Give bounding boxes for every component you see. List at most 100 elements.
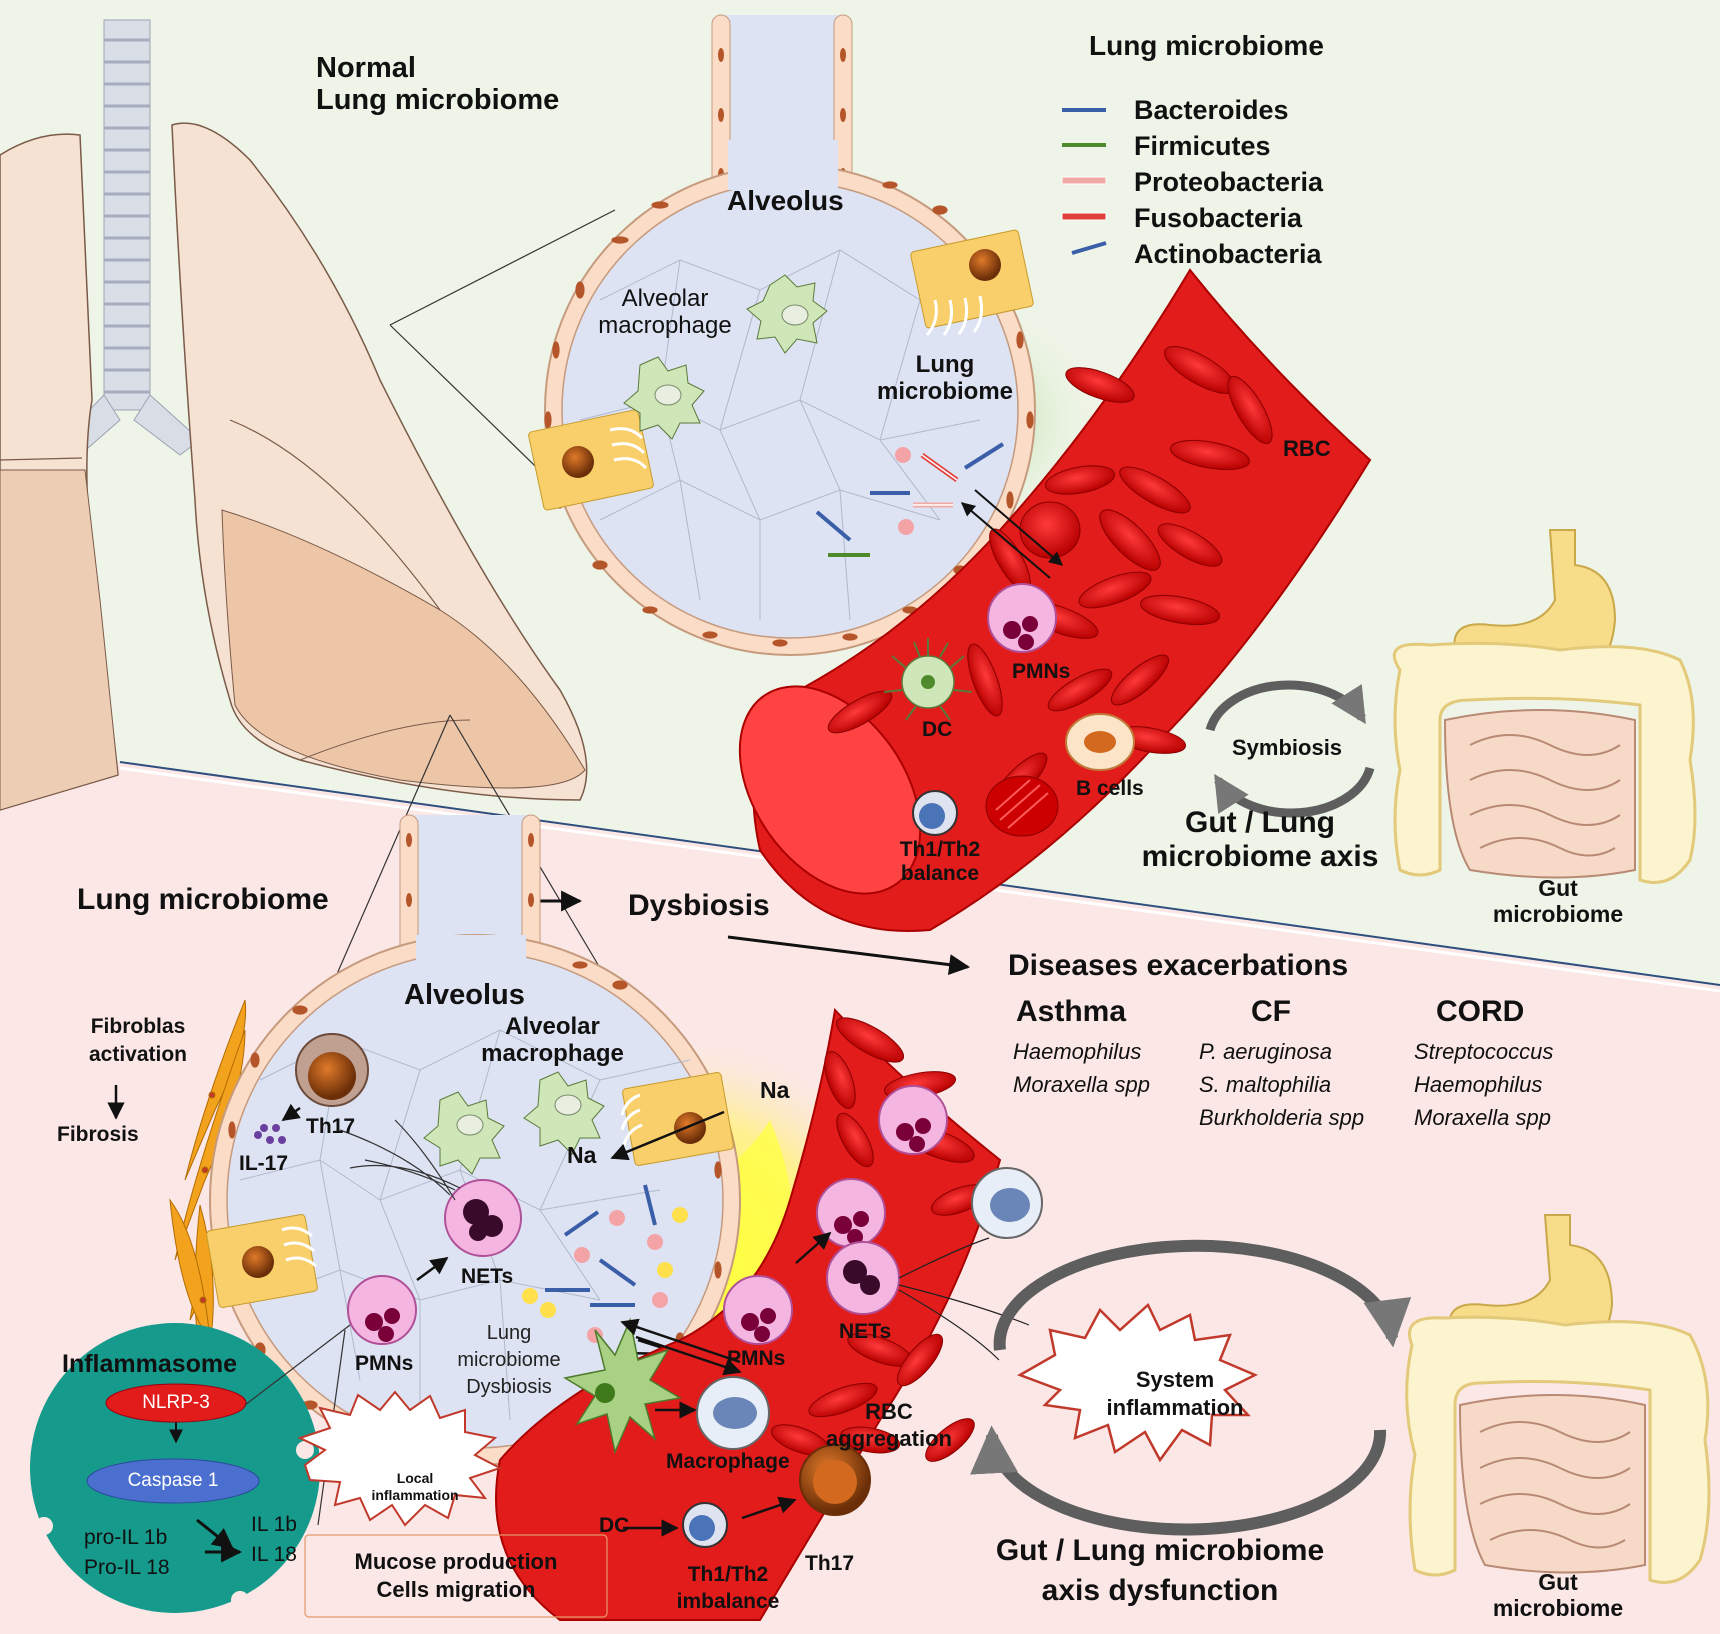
bottom-macrophage-label: Alveolar macrophage — [470, 1013, 635, 1068]
vessel-th17-label: Th17 — [805, 1552, 855, 1575]
il1b-label: IL 1b — [251, 1513, 297, 1536]
local-inflammation-line2: inflammation — [371, 1487, 459, 1503]
local-inflammation-burst — [297, 1390, 503, 1527]
top-bcells-label: B cells — [1076, 777, 1144, 800]
legend-item-fusobacteria: Fusobacteria — [1134, 203, 1303, 233]
system-inflammation-line2: inflammation — [1106, 1395, 1244, 1420]
bottom-blood-vessel — [495, 1007, 1043, 1621]
rbc-aggregation-line2: aggregation — [826, 1426, 952, 1451]
top-title: Normal Lung microbiome — [316, 52, 559, 117]
system-inflammation-label: System inflammation — [1080, 1366, 1270, 1422]
bottom-vessel-arrows — [620, 1231, 832, 1537]
legend-swatch-fusobacteria — [1061, 212, 1107, 221]
top-axis-line1: Gut / Lung — [1185, 806, 1335, 839]
type-two-cell-bottom-right — [620, 1072, 734, 1166]
na-label-outside: Na — [760, 1077, 790, 1103]
cord-organism-3: Moraxella spp — [1414, 1104, 1551, 1130]
fibroblast-label: Fibroblas activation — [63, 1013, 213, 1069]
top-macrophage-line1: Alveolar — [621, 285, 709, 312]
vessel-nets-label: NETs — [839, 1320, 892, 1343]
top-pmns-label: PMNs — [1012, 660, 1071, 683]
rbc-aggregation-line1: RBC — [865, 1399, 913, 1424]
top-macrophage-label: Alveolar macrophage — [585, 285, 745, 340]
disease-name-cord: CORD — [1436, 995, 1525, 1028]
pro-il-labels: pro-IL 1b Pro-IL 18 — [84, 1523, 170, 1583]
rbc-aggregation-label: RBC aggregation — [794, 1398, 984, 1452]
bottom-alveolus-label: Alveolus — [404, 979, 525, 1011]
legend-item-proteobacteria: Proteobacteria — [1134, 167, 1324, 197]
legend-swatches — [1061, 108, 1107, 255]
disease-column-asthma: Asthma Haemophilus Moraxella spp — [1013, 995, 1150, 1101]
system-inflammation-arrows — [970, 1239, 1412, 1536]
alveolus-nets-label: NETs — [461, 1265, 514, 1288]
mucose-label: Mucose production Cells migration — [311, 1548, 601, 1604]
caspase-node — [86, 1458, 260, 1504]
legend-title: Lung microbiome — [1089, 30, 1324, 61]
alveolus-th17-label: Th17 — [306, 1115, 356, 1138]
dysbiosis-inside-line2: microbiome — [457, 1349, 561, 1371]
top-title-line1: Normal — [316, 52, 416, 84]
fibrosis-label: Fibrosis — [57, 1123, 139, 1146]
bottom-macrophage-line2: macrophage — [481, 1039, 624, 1067]
il17-label: IL-17 — [239, 1152, 289, 1175]
inflammasome-panel — [30, 1323, 320, 1613]
il17-particles — [254, 1124, 286, 1144]
vessel-pmns-label: PMNs — [727, 1347, 786, 1370]
legend-swatch-actinobacteria — [1071, 241, 1107, 255]
bottom-gut-label: Gut microbiome — [1458, 1569, 1658, 1622]
asthma-organism-2: Moraxella spp — [1013, 1071, 1150, 1097]
symbiosis-label: Symbiosis — [1232, 735, 1343, 760]
mucose-box — [304, 1534, 608, 1618]
pro-il1b-label: pro-IL 1b — [84, 1526, 168, 1549]
bottom-lung-microbiome-label: Lung microbiome — [77, 883, 329, 916]
alveolus-pmn-cell — [347, 1275, 417, 1345]
type-two-cell-bottom-left — [206, 1214, 318, 1308]
top-gut-illustration — [1392, 529, 1697, 884]
mucose-line1: Mucose production — [354, 1549, 558, 1574]
bottom-bacteria — [522, 1184, 688, 1343]
na-label-inside: Na — [567, 1142, 597, 1168]
cf-organism-2: S. maltophilia — [1199, 1071, 1332, 1097]
dysbiosis-inside-line1: Lung — [486, 1322, 532, 1344]
cord-organisms: Streptococcus Haemophilus Moraxella spp — [1414, 1035, 1553, 1134]
cord-organism-1: Streptococcus — [1414, 1038, 1554, 1064]
dysbiosis-label: Dysbiosis — [628, 889, 770, 922]
inflammasome-label: Inflammasome — [62, 1350, 238, 1378]
top-th-line2: balance — [900, 861, 980, 885]
bottom-dc-label: DC — [599, 1514, 630, 1537]
legend-item-bacteroides: Bacteroides — [1134, 95, 1289, 125]
bottom-axis-label: Gut / Lung microbiome axis dysfunction — [960, 1531, 1360, 1611]
legend-item-actinobacteria: Actinobacteria — [1134, 239, 1322, 269]
top-title-line2: Lung microbiome — [316, 84, 560, 117]
legend-swatch-proteobacteria — [1061, 176, 1107, 185]
local-inflammation-label: Local inflammation — [355, 1470, 475, 1504]
disease-name-asthma: Asthma — [1016, 995, 1127, 1028]
bottom-th-label: Th1/Th2 imbalance — [648, 1561, 808, 1615]
bottom-gut-illustration — [1405, 1214, 1711, 1584]
vessel-pmn-3 — [723, 1275, 793, 1345]
top-gut-line1: Gut — [1538, 875, 1578, 901]
vessel-macrophage-label: Macrophage — [666, 1450, 790, 1473]
vessel-pmn-1 — [878, 1085, 948, 1155]
top-rbc-label: RBC — [1283, 436, 1331, 461]
top-bacteria — [815, 442, 1005, 557]
caspase-label: Caspase 1 — [127, 1470, 219, 1491]
mucose-line2: Cells migration — [376, 1577, 536, 1602]
system-inflammation-line1: System — [1135, 1367, 1215, 1392]
top-macrophage-line2: macrophage — [598, 311, 732, 339]
top-th-line1: Th1/Th2 — [899, 838, 981, 861]
type-two-cell-top-left — [528, 409, 654, 511]
bottom-gut-line1: Gut — [1538, 1569, 1578, 1595]
il-labels: IL 1b IL 18 — [251, 1510, 297, 1570]
dysbiosis-inside-line3: Dysbiosis — [466, 1376, 552, 1398]
local-inflammation-line1: Local — [396, 1470, 434, 1486]
bottom-axis-line2: axis dysfunction — [1041, 1574, 1279, 1607]
nlrp3-label: NLRP-3 — [142, 1392, 210, 1413]
fibroblast-line1: Fibroblas — [90, 1015, 186, 1038]
il18-label: IL 18 — [251, 1543, 297, 1566]
cf-organism-1: P. aeruginosa — [1199, 1038, 1332, 1064]
top-exchange-arrows — [960, 489, 1064, 579]
pro-il18-label: Pro-IL 18 — [84, 1556, 170, 1579]
